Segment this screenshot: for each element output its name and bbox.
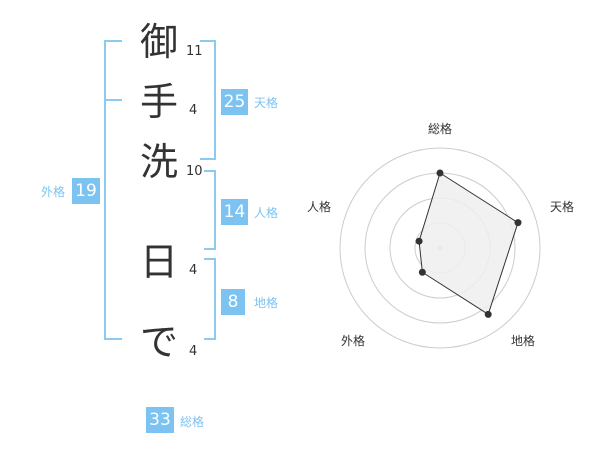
radar-axis-label-0: 総格 bbox=[428, 122, 453, 136]
soukaku-badge: 33 bbox=[146, 407, 174, 433]
name-char-2: 手 bbox=[139, 80, 178, 124]
jinkaku-bracket bbox=[204, 170, 216, 250]
jinkaku-label: 人格 bbox=[254, 206, 279, 220]
name-char-1: 御 bbox=[139, 20, 178, 64]
stroke-count-5: 4 bbox=[189, 344, 198, 359]
name-char-5: で bbox=[139, 320, 178, 364]
name-char-4: 日 bbox=[139, 240, 178, 284]
radar-axis-label-2: 地格 bbox=[511, 334, 536, 348]
jinkaku-badge: 14 bbox=[221, 199, 248, 225]
tenkaku-bracket bbox=[200, 40, 216, 160]
chikaku-label: 地格 bbox=[254, 296, 279, 310]
name-char-3: 洗 bbox=[139, 140, 178, 184]
radar-axis-label-4: 人格 bbox=[307, 200, 332, 214]
tenkaku-badge: 25 bbox=[221, 89, 248, 115]
radar-axis-label-1: 天格 bbox=[550, 200, 575, 214]
chikaku-badge: 8 bbox=[221, 289, 245, 315]
chikaku-bracket bbox=[204, 258, 216, 340]
radar-point-2 bbox=[484, 310, 492, 318]
radar-point-0 bbox=[436, 169, 444, 177]
stroke-count-4: 4 bbox=[189, 263, 198, 278]
stroke-count-1: 11 bbox=[186, 44, 203, 59]
gaikaku-badge: 19 bbox=[72, 178, 100, 204]
gaikaku-bracket bbox=[104, 40, 122, 340]
gaikaku-bracket-tick bbox=[104, 99, 122, 101]
radar-point-1 bbox=[514, 219, 522, 227]
stroke-count-3: 10 bbox=[186, 164, 203, 179]
gaikaku-label: 外格 bbox=[41, 185, 66, 199]
radar-point-3 bbox=[418, 268, 426, 276]
radar-axis-label-3: 外格 bbox=[341, 334, 366, 348]
stroke-count-2: 4 bbox=[189, 103, 198, 118]
radar-point-4 bbox=[415, 237, 423, 245]
radar-ring bbox=[339, 147, 541, 349]
tenkaku-label: 天格 bbox=[254, 96, 279, 110]
radar-series-polygon bbox=[418, 172, 519, 316]
soukaku-label: 総格 bbox=[180, 415, 205, 429]
